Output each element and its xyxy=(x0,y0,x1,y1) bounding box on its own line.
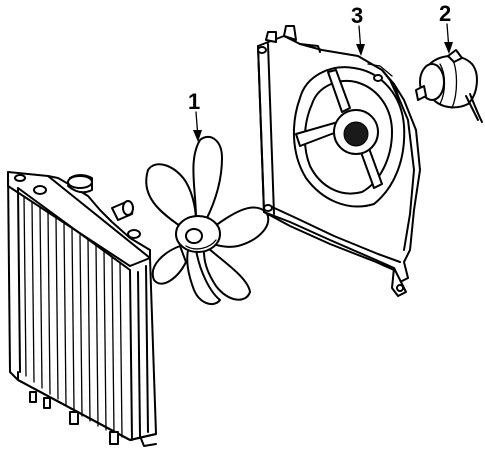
radiator-illustration xyxy=(7,171,157,447)
fan-shroud-illustration xyxy=(257,25,421,297)
callout-3: 3 xyxy=(351,3,363,28)
fan-motor-illustration xyxy=(415,49,483,123)
callout-2: 2 xyxy=(439,1,451,26)
callout-1: 1 xyxy=(188,89,200,114)
arrowhead-1 xyxy=(193,130,202,142)
callout-leaders xyxy=(193,23,453,142)
arrowhead-2 xyxy=(444,42,453,54)
arrowhead-3 xyxy=(356,44,365,56)
fan-blade-illustration xyxy=(145,135,270,306)
